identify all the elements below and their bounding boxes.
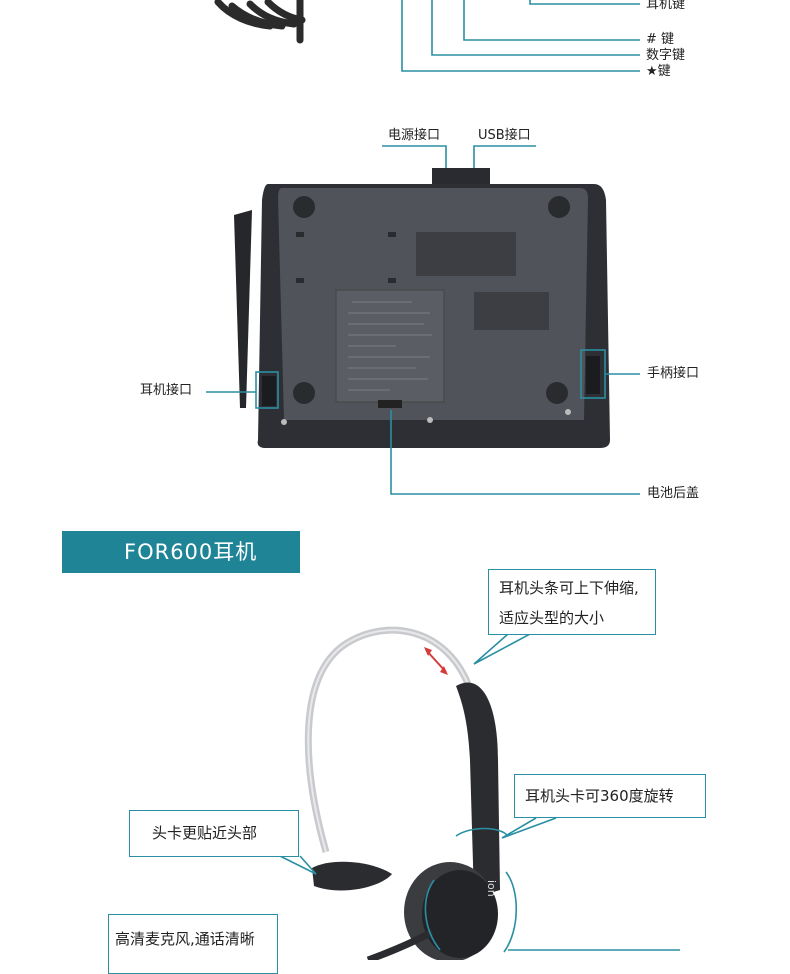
fit-callout: 头卡更贴近头部 [129,810,299,857]
power-port-label: 电源接口 [388,128,441,143]
headband-callout: 耳机头条可上下伸缩,适应头型的大小 [488,569,656,635]
coiled-cord [214,0,306,44]
usb-port-label: USB接口 [478,128,531,143]
headset-illustration: ion [304,626,518,960]
rotate-callout: 耳机头卡可360度旋转 [514,774,706,818]
callout-pointers [279,633,680,951]
number-key-label: 数字键 [646,48,686,63]
top-leader-lines [401,0,640,72]
phone-back-illustration [234,168,610,448]
headset-key-label: 耳机键 [646,0,686,12]
handset-port-label: 手柄接口 [647,366,700,381]
star-key-label: ★键 [646,64,671,79]
svg-text:ion: ion [485,880,498,897]
back-leader-lines [206,145,640,495]
battery-cover-label: 电池后盖 [647,486,700,501]
mic-callout: 高清麦克风,通话清晰 [108,914,278,974]
headset-port-label: 耳机接口 [140,383,193,398]
section-title: FOR600耳机 [62,531,300,573]
hash-key-label: # 键 [646,32,675,47]
